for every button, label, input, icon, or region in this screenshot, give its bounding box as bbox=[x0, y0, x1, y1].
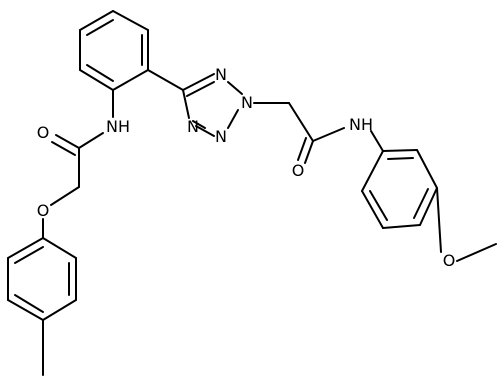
tetrazole-n2-label: N bbox=[241, 93, 253, 112]
tetrazole-n4-label: N bbox=[187, 117, 199, 136]
amide-oxygen-left-label: O bbox=[37, 123, 50, 142]
amide-nh-left-label: NH bbox=[106, 117, 130, 136]
amide-oxygen-right-label: O bbox=[292, 161, 305, 180]
methoxy-oxygen-label: O bbox=[443, 251, 456, 270]
tetrazole-n5-label: N bbox=[215, 127, 227, 146]
ether-oxygen-label: O bbox=[37, 201, 50, 220]
amide-nh-right-label: NH bbox=[349, 115, 373, 134]
bond-lines bbox=[7, 10, 497, 376]
tetrazole-n3-label: N bbox=[215, 65, 227, 84]
atom-labels: O NH O N N N N O NH O bbox=[37, 65, 456, 270]
